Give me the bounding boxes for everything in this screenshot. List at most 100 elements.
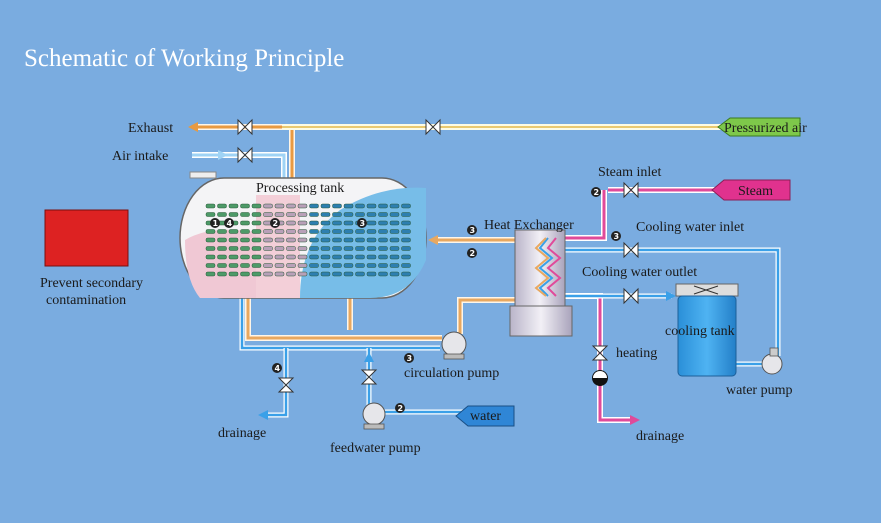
heating-label: heating [616, 346, 657, 361]
tank-rack-slot [274, 203, 285, 209]
drainage-right-arrow-icon [630, 415, 640, 425]
cooling-outlet-arrow-icon [666, 291, 676, 301]
tank-rack-slot [366, 203, 377, 209]
water-pump-label: water pump [726, 383, 792, 398]
air-valve-icon[interactable] [425, 118, 441, 136]
feed-marker-text: 2 [398, 404, 404, 413]
tank-rack-slot [240, 212, 250, 217]
circulation-pump-label: circulation pump [404, 366, 499, 381]
tank-rack-slot [297, 237, 308, 243]
tank-rack-slot [263, 237, 273, 243]
exhaust-valve-icon[interactable] [237, 118, 253, 136]
contamination-indicator [44, 209, 129, 267]
tank-rack-slot [228, 246, 239, 251]
tank-rack-slot [309, 229, 319, 234]
steam-label: Steam [738, 184, 773, 199]
exhaust-label: Exhaust [128, 121, 173, 136]
steam-valve-icon[interactable] [623, 181, 639, 199]
cooling-outlet-valve-icon[interactable] [623, 287, 639, 305]
marker-3-tank: 3 [360, 219, 366, 228]
marker-1: 1 [213, 219, 219, 228]
tank-rack-slot [240, 271, 250, 277]
tank-rack-slot [366, 263, 377, 268]
tank-rack-slot [205, 212, 216, 217]
tank-rack-slot [286, 254, 296, 260]
tank-rack-slot [286, 212, 296, 217]
tank-rack-slot [343, 229, 354, 234]
circ-marker [404, 353, 414, 363]
prevent-label: Prevent secondary [40, 276, 143, 291]
tank-rack-slot [240, 237, 250, 243]
drainage-right-label: drainage [636, 429, 684, 444]
tank-rack-slot [297, 203, 308, 209]
tank-rack-slot [401, 229, 411, 234]
tank-rack-slot [240, 203, 250, 209]
tank-rack-slot [274, 246, 285, 251]
tank-rack-slot [366, 271, 377, 277]
tank-rack-slot [205, 203, 216, 209]
tank-rack-slot [263, 229, 273, 234]
tank-rack-slot [401, 254, 411, 260]
tank-rack-slot [240, 229, 250, 234]
tank-rack-slot [378, 263, 388, 268]
tank-rack-slot [320, 263, 331, 268]
tank-rack-slot [286, 271, 296, 277]
tank-rack-slot [228, 229, 239, 234]
tank-rack-slot [309, 220, 319, 226]
feedwater-pump-label: feedwater pump [330, 441, 421, 456]
drain-marker [272, 363, 282, 373]
tank-rack-slot [389, 220, 400, 226]
tank-rack-slot [263, 246, 273, 251]
flow-arrows [188, 122, 676, 425]
tank-rack-slot [263, 271, 273, 277]
cooling-water-inlet-label: Cooling water inlet [636, 220, 744, 235]
tank-rack-slot [332, 229, 342, 234]
circulation-pump-icon[interactable] [441, 331, 467, 360]
drain-valve-icon[interactable] [277, 377, 295, 393]
tank-rack-slot [343, 263, 354, 268]
tank-rack-slot [355, 237, 365, 243]
tank-rack-slot [309, 263, 319, 268]
tank-rack-slot [228, 237, 239, 243]
tank-rack-slot [389, 237, 400, 243]
feedwater-valve-icon[interactable] [360, 369, 378, 385]
tank-rack-slot [217, 246, 227, 251]
tank-rack-slot [240, 263, 250, 268]
tank-rack-slot [251, 263, 262, 268]
tank-rack-slot [228, 263, 239, 268]
pressurized-air-tag: Pressurized air [717, 117, 807, 137]
tank-markers: 1 4 2 3 [210, 218, 367, 228]
tank-rack-slot [263, 203, 273, 209]
tank-rack-slot [320, 246, 331, 251]
tank-rack-slot [251, 220, 262, 226]
tank-rack-slot [251, 254, 262, 260]
tank-rack-slot [366, 229, 377, 234]
feedwater-pump-icon[interactable] [362, 402, 386, 430]
drainage-left-arrow-icon [258, 410, 268, 420]
tank-rack-slot [378, 203, 388, 209]
tank-rack-slot [343, 203, 354, 209]
tank-rack-slot [343, 271, 354, 277]
cooling-inlet-valve-icon[interactable] [623, 241, 639, 259]
tank-rack-slot [251, 212, 262, 217]
pressurized-air-label: Pressurized air [724, 121, 807, 136]
water-label: water [470, 409, 501, 424]
tank-rack-slot [309, 246, 319, 251]
heat-exchanger-label: Heat Exchanger [484, 218, 574, 233]
drain-marker-text: 4 [275, 364, 281, 373]
tank-rack-slot [355, 203, 365, 209]
hx-marker-3 [467, 225, 477, 235]
tank-rack-slot [401, 212, 411, 217]
steam-marker-text: 2 [594, 188, 600, 197]
intake-valve-icon[interactable] [237, 146, 253, 164]
cooling-inlet-marker-text: 3 [614, 232, 620, 241]
heating-valve-icon[interactable] [591, 345, 609, 361]
steam-inlet-label: Steam inlet [598, 165, 661, 180]
tank-rack-slot [240, 246, 250, 251]
tank-rack-slot [297, 229, 308, 234]
tank-rack-slot [217, 237, 227, 243]
water-pump-icon[interactable] [761, 347, 783, 375]
tank-rack-slot [251, 237, 262, 243]
